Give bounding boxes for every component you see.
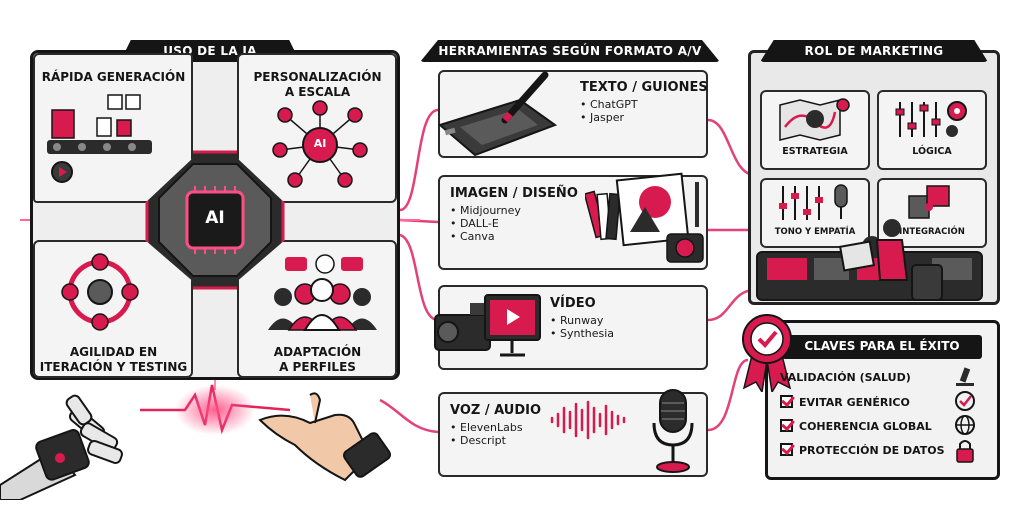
checkbox-icon bbox=[780, 419, 793, 432]
role-tono bbox=[760, 178, 870, 248]
key-row: EVITAR GENÉRICO bbox=[780, 395, 910, 409]
role-1-label: ESTRATEGIA bbox=[782, 146, 848, 157]
human-hand-icon bbox=[258, 392, 392, 482]
key-2-label: EVITAR GENÉRICO bbox=[799, 396, 910, 409]
target-check-icon bbox=[955, 391, 975, 411]
tool-2-item: DALL-E bbox=[450, 217, 521, 230]
tool-4-title: VOZ / AUDIO bbox=[450, 403, 542, 418]
tool-1-item: ChatGPT bbox=[580, 98, 638, 111]
middle-header: HERRAMIENTAS SEGÚN FORMATO A/V bbox=[420, 40, 720, 62]
key-4-label: PROTECCIÓN DE DATOS bbox=[799, 444, 945, 457]
mixer-mic-icon bbox=[779, 184, 848, 220]
sliders-gear-icon bbox=[895, 101, 967, 137]
tool-3-title: VÍDEO bbox=[550, 296, 596, 311]
microscope-icon bbox=[956, 367, 974, 386]
puzzle-icon bbox=[908, 185, 950, 219]
quadrant-2-title-line2: A ESCALA bbox=[284, 85, 351, 99]
role-4-label: INTEGRACIÓN bbox=[899, 227, 965, 237]
quadrant-4-title-line1: ADAPTACIÓN bbox=[273, 345, 362, 359]
keys-title: CLAVES PARA EL ÉXITO bbox=[804, 339, 960, 353]
quadrant-4-title-line2: A PERFILES bbox=[279, 360, 356, 374]
tool-4-item: ElevenLabs bbox=[450, 421, 523, 434]
tool-2-item: Canva bbox=[450, 230, 521, 243]
tool-2-item: Midjourney bbox=[450, 204, 521, 217]
role-3-label: TONO Y EMPATÍA bbox=[774, 227, 856, 237]
tool-4-list: ElevenLabs Descript bbox=[450, 421, 523, 447]
ai-chip-label: AI bbox=[205, 208, 225, 228]
role-logica bbox=[877, 90, 987, 170]
assembly-line-icon bbox=[47, 94, 152, 183]
audience-group-icon bbox=[268, 254, 377, 331]
tool-1-list: ChatGPT Jasper bbox=[580, 98, 638, 124]
globe-icon bbox=[955, 415, 975, 435]
keys-header-bg bbox=[782, 335, 982, 359]
key-row: COHERENCIA GLOBAL bbox=[780, 419, 932, 433]
tool-3-list: Runway Synthesia bbox=[550, 314, 614, 340]
ai-badge-label: AI bbox=[313, 137, 327, 150]
tool-1-title: TEXTO / GUIONES bbox=[580, 80, 708, 95]
key-icons-column bbox=[955, 367, 975, 463]
checkbox-icon bbox=[780, 443, 793, 456]
waveform-icon bbox=[550, 400, 626, 440]
tool-2-list: Midjourney DALL-E Canva bbox=[450, 204, 521, 243]
iteration-cycle-icon bbox=[61, 253, 139, 331]
video-camera-icon bbox=[434, 294, 541, 357]
key-row: VALIDACIÓN (SALUD) bbox=[780, 371, 911, 384]
role-2-label: LÓGICA bbox=[912, 146, 952, 157]
pen-tablet-icon bbox=[437, 71, 558, 157]
quadrant-3-title-line2: ITERACIÓN Y TESTING bbox=[39, 360, 188, 374]
tool-2-title: IMAGEN / DISEÑO bbox=[450, 186, 578, 201]
award-ribbon-icon bbox=[742, 314, 792, 392]
key-1-label: VALIDACIÓN (SALUD) bbox=[780, 371, 911, 384]
key-3-label: COHERENCIA GLOBAL bbox=[799, 420, 932, 433]
key-row: PROTECCIÓN DE DATOS bbox=[780, 443, 945, 457]
right-header: ROL DE MARKETING bbox=[760, 40, 988, 62]
quadrant-2-title-line1: PERSONALIZACIÓN bbox=[253, 70, 382, 84]
central-ai-core bbox=[145, 150, 285, 290]
microphone-icon bbox=[652, 389, 694, 473]
design-tools-icon bbox=[585, 172, 704, 263]
quadrant-1-title: RÁPIDA GENERACIÓN bbox=[41, 70, 186, 84]
tool-3-item: Synthesia bbox=[550, 327, 614, 340]
checkbox-icon bbox=[780, 395, 793, 408]
tool-3-item: Runway bbox=[550, 314, 614, 327]
lock-icon bbox=[956, 440, 974, 463]
tool-1-item: Jasper bbox=[580, 111, 638, 124]
workstation-icon bbox=[756, 219, 983, 301]
network-people-icon bbox=[272, 100, 368, 188]
robot-hand-icon bbox=[0, 394, 123, 500]
quadrant-3-title-line1: AGILIDAD EN bbox=[69, 345, 158, 359]
tool-4-item: Descript bbox=[450, 434, 523, 447]
strategy-map-icon bbox=[779, 98, 850, 141]
